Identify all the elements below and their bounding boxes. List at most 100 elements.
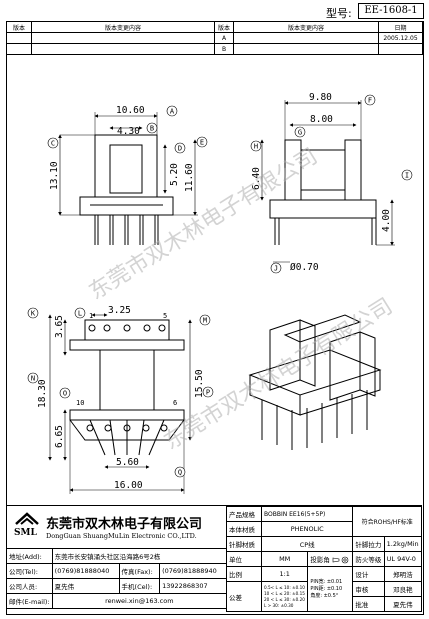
circle-label: G	[298, 129, 302, 137]
cell-value: 13922868307	[159, 578, 227, 594]
dim-value: 16.00	[114, 480, 143, 491]
circle-label: A	[170, 108, 175, 116]
dim-value: 8.00	[310, 114, 333, 125]
draw-value: 郑明浩	[383, 566, 423, 582]
circle-label: L	[78, 310, 82, 318]
front-view	[58, 112, 198, 245]
circle-label: E	[200, 139, 204, 147]
pin-material-value: CP线	[260, 536, 354, 552]
spec-value: BOBBIN EE16(5+5P)	[260, 506, 354, 522]
logo-text: SML	[14, 528, 37, 538]
fax-label: 传真(Fax):	[118, 563, 161, 579]
email-label: 邮件(E-mail):	[6, 593, 53, 609]
callout-circles: A B C D E F G H I J K L M N O P Q	[27, 94, 413, 478]
table-row: 公差 0.5< L ≤ 10: ±0.10 10 < L ≤ 20: ±0.15…	[226, 581, 423, 612]
company-block: SML 东莞市双木林电子有限公司 DongGuan ShuangMuLin El…	[6, 506, 227, 548]
table-row: 针脚材质 CP线 针脚拉力 1.2kg/Min	[226, 536, 423, 552]
pin-number: 6	[173, 399, 177, 407]
circle-label: N	[31, 375, 35, 383]
projection-label-text: 投影角	[310, 556, 330, 564]
company-name-cn: 东莞市双木林电子有限公司	[46, 517, 203, 532]
dim-value: 15.50	[194, 369, 205, 398]
dim-value: 9.80	[309, 92, 332, 103]
projection-icon	[332, 556, 349, 564]
approve-value: 夏先伟	[383, 596, 423, 612]
pin-tolerance: PIN宽: ±0.01 PIN距: ±0.10 角度: ±0.5°	[307, 566, 354, 612]
scale-label: 比例	[226, 566, 262, 582]
spec-label: 产品规格	[226, 506, 262, 522]
material-value: PHENOLIC	[260, 521, 354, 537]
tol-line: L > 30: ±0.30	[264, 602, 294, 608]
rohs-note: 符合ROHS/HF标准	[352, 506, 422, 537]
circle-label: H	[254, 143, 258, 151]
revision-header-row: 版本 版本变更内容 版本 版本变更内容 日期	[6, 21, 423, 33]
address-label: 地址(Add):	[6, 548, 53, 564]
table-row: 公司人员: 夏先伟 手机(Cel): 13922868307	[6, 578, 227, 594]
circle-label: D	[178, 145, 182, 153]
rev-cell	[378, 43, 423, 55]
dim-value: 4.30	[117, 126, 140, 137]
title-block: SML 东莞市双木林电子有限公司 DongGuan ShuangMuLin El…	[6, 505, 423, 614]
contact-table: 地址(Add): 东莞市长安镇涌头社区沿海路6号2栋 公司(Tel): (076…	[6, 548, 228, 609]
contact-value: 夏先伟	[51, 578, 120, 594]
pin-number: 1	[89, 312, 93, 320]
contact-label: 公司人员:	[6, 578, 53, 594]
dim-value: 3.25	[108, 305, 131, 316]
circle-label: C	[51, 140, 55, 148]
scale-value: 1:1	[260, 566, 309, 582]
tel-value: (0769)81888040	[51, 563, 120, 579]
approve-label: 批准	[352, 596, 385, 612]
side-view	[260, 100, 395, 263]
address-value: 东莞市长安镇涌头社区沿海路6号2栋	[51, 548, 228, 564]
material-label: 本体材质	[226, 521, 262, 537]
circle-label: O	[63, 390, 67, 398]
tol-line: 10 < L ≤ 20: ±0.15	[264, 590, 305, 596]
flame-label: 防火等级	[352, 551, 385, 567]
tel-label: 公司(Tel):	[6, 563, 53, 579]
tol-label: 公差	[226, 581, 262, 612]
isometric-view	[248, 314, 382, 450]
pin-number: 10	[76, 399, 84, 407]
circle-label: F	[368, 97, 372, 105]
table-row: 批准 夏先伟	[227, 596, 423, 612]
table-row: 公司(Tel): (0769)81888040 传真(Fax): (0769)8…	[6, 563, 227, 579]
watermark-text: 东莞市双木林电子有限公司	[85, 144, 322, 305]
dim-value: 18.30	[37, 379, 48, 408]
revision-table: 版本 版本变更内容 版本 版本变更内容 日期 A 2005.12.05 B	[6, 21, 423, 55]
pin-force-label: 针脚拉力	[352, 536, 385, 552]
table-row: 产品规格 BOBBIN EE16(5+5P) 符合ROHS/HF标准	[226, 506, 422, 537]
fax-value: (0769)81888940	[159, 563, 227, 579]
draw-label: 设计	[352, 566, 385, 582]
flame-value: UL 94V-0	[383, 551, 423, 567]
tol-line: 20 < L ≤ 30: ±0.20	[264, 596, 305, 602]
circle-label: P	[206, 389, 210, 397]
logo-icon	[14, 511, 40, 525]
tolerance: 0.5< L ≤ 10: ±0.10 10 < L ≤ 20: ±0.15 20…	[260, 581, 309, 612]
dim-value: 3.65	[54, 315, 65, 338]
dim-value: Ø0.70	[290, 262, 319, 273]
company-name-en: DongGuan ShuangMuLin Electronic CO.,LTD.	[46, 532, 197, 540]
bottom-view	[48, 313, 192, 494]
dim-value: 5.20	[169, 163, 180, 186]
unit-label: 单位	[226, 551, 262, 567]
spec-table: 产品规格 BOBBIN EE16(5+5P) 符合ROHS/HF标准 本体材质 …	[226, 506, 423, 612]
pin-tol-line: PIN宽: ±0.01	[310, 578, 343, 585]
table-row: 比例 1:1 PIN宽: ±0.01 PIN距: ±0.10 角度: ±0.5°…	[226, 566, 423, 612]
tol-line: 0.5< L ≤ 10: ±0.10	[264, 584, 305, 590]
circle-label: J	[274, 265, 278, 273]
table-row: 地址(Add): 东莞市长安镇涌头社区沿海路6号2栋	[6, 548, 228, 564]
circle-label: K	[31, 310, 36, 318]
check-label: 审核	[352, 581, 385, 597]
circle-label: M	[203, 317, 207, 325]
email-value: renwei.xin@163.com	[51, 593, 228, 609]
circle-label: B	[150, 125, 154, 133]
model-value: EE-1608-1	[358, 3, 424, 19]
table-row: B	[6, 43, 423, 55]
table-row: A 2005.12.05	[6, 32, 423, 44]
dimension-values: 10.60 4.30 13.10 5.20 11.60 9.80 8.00 6.…	[37, 92, 392, 491]
dim-value: 4.00	[381, 209, 392, 232]
pin-force-value: 1.2kg/Min	[383, 536, 423, 552]
pin-material-label: 针脚材质	[226, 536, 262, 552]
dim-value: 11.60	[184, 163, 195, 192]
table-row: 单位 MM 投影角 防火等级 UL 94V-0	[226, 551, 423, 567]
